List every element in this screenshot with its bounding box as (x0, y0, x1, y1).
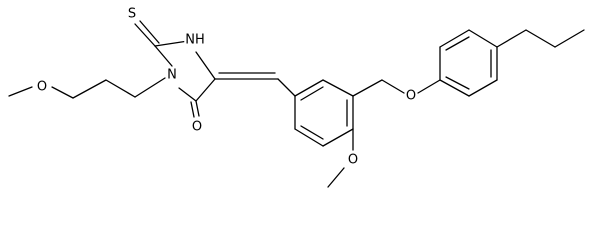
atom-label: S (128, 7, 136, 22)
bond-c4-o-a (195, 100, 200, 117)
bond-ar1-d1 (300, 86, 324, 101)
atom-label-backdrop (184, 32, 206, 48)
atom-label: O (192, 120, 202, 135)
bond-ar1-5 (294, 128, 324, 147)
bond-ar1-ch2 (352, 79, 383, 97)
bond-ar2-3 (468, 29, 498, 48)
bond-chain-2 (72, 79, 107, 99)
atom-label-backdrop (35, 79, 49, 95)
bond-ch-ring (277, 78, 296, 97)
atom-label: NH (185, 33, 205, 48)
atom-sulfur: S (126, 6, 138, 22)
bond-ar2-5 (468, 79, 498, 97)
bond-ar2-6 (439, 79, 470, 97)
bond-n1-ch2 (134, 77, 166, 98)
atom-label-backdrop (404, 88, 418, 104)
bond-ar2-ethyl (496, 29, 527, 48)
atom-label-backdrop (126, 6, 138, 22)
bond-ar2-d3 (445, 76, 470, 90)
bond-c2-s-a (134, 23, 156, 47)
bond-ome-ch3 (327, 167, 345, 188)
bond-ar2-2 (439, 29, 470, 48)
atom-nitrogen: N (166, 67, 178, 83)
bond-chain-4 (8, 86, 33, 97)
bond-c4-o-b (190, 101, 195, 118)
atom-label: O (406, 89, 416, 104)
atom-label: O (348, 153, 358, 168)
atom-nh: NH (184, 32, 206, 48)
structure-canvas: S NH N O O O O (8, 6, 585, 188)
bond-ethyl-end (554, 29, 585, 48)
bond-o-ar2 (417, 79, 441, 94)
atom-layer: S NH N O O O O (35, 6, 418, 168)
atom-label-backdrop (190, 119, 204, 135)
bond-ar1-d3 (300, 125, 324, 140)
bond-ar1-1 (294, 79, 324, 97)
bond-ar1-4 (322, 128, 354, 147)
bond-chain-3 (51, 86, 74, 99)
molecule-drawing: S NH N O O O O (8, 6, 585, 188)
atom-ether-oxygen: O (404, 88, 418, 104)
atom-label: N (167, 68, 177, 83)
bond-ethyl-ch3 (525, 29, 556, 48)
bond-c5-c4 (195, 78, 216, 102)
bond-ch2-o (381, 79, 405, 94)
atom-label-backdrop (346, 152, 360, 168)
atom-carbonyl-oxygen: O (190, 119, 204, 135)
bond-c4-n1 (178, 87, 197, 102)
atom-methoxy-oxygen: O (346, 152, 360, 168)
bond-c2-n1 (154, 45, 173, 67)
bond-c2-s-b (139, 20, 160, 44)
bond-ar1-2 (322, 79, 354, 97)
bond-c2-nh (154, 40, 189, 47)
bond-layer (8, 20, 585, 188)
atom-label-backdrop (166, 67, 178, 83)
atom-chain-oxygen: O (35, 79, 49, 95)
bond-nh-c5 (195, 51, 216, 80)
atom-label: O (37, 80, 47, 95)
bond-chain-1 (105, 79, 136, 98)
bond-ar2-d1 (445, 36, 470, 51)
